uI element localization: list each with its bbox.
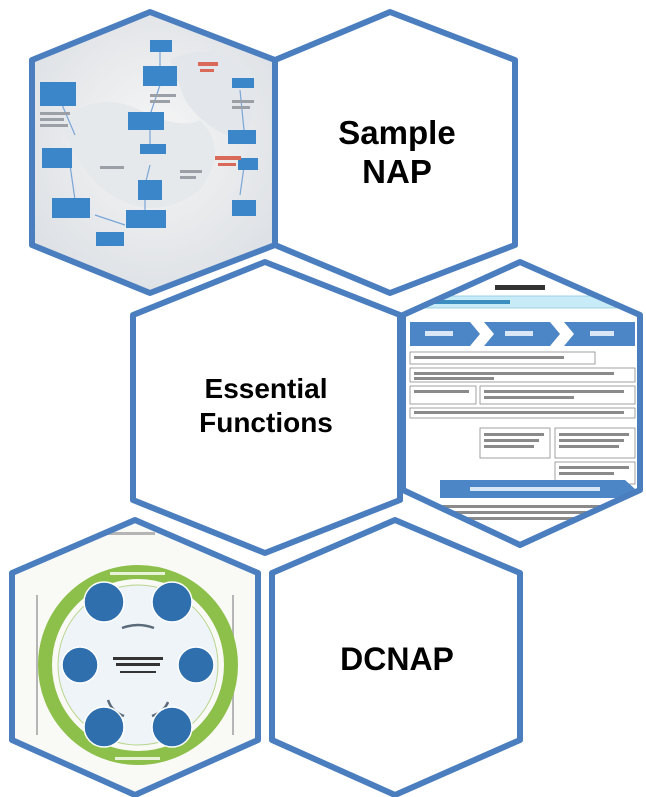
dcnap-thumbnail-hex[interactable] (5, 515, 265, 797)
essential-functions-thumbnail-hex[interactable] (395, 255, 645, 550)
essential-functions-label-line1: Essential (205, 373, 328, 404)
essential-functions-table-image (403, 262, 640, 545)
dcnap-tile[interactable]: DCNAP (269, 517, 523, 797)
dcnap-circular-diagram-image (12, 520, 258, 795)
sample-nap-tile[interactable]: Sample NAP (272, 9, 518, 296)
essential-functions-label-line2: Functions (199, 407, 333, 438)
dcnap-hexagon (269, 517, 523, 797)
dcnap-label: DCNAP (340, 641, 454, 677)
sample-nap-label-line2: NAP (362, 153, 432, 190)
dcnap-image-frame (9, 517, 261, 797)
sample-nap-thumbnail-hex[interactable] (20, 9, 290, 300)
sample-nap-label-line1: Sample (338, 114, 455, 151)
sample-nap-hexagon (272, 9, 518, 296)
sample-nap-flowchart-image (32, 12, 275, 293)
essential-functions-hexagon (130, 259, 403, 556)
essential-functions-tile[interactable]: Essential Functions (130, 259, 403, 556)
